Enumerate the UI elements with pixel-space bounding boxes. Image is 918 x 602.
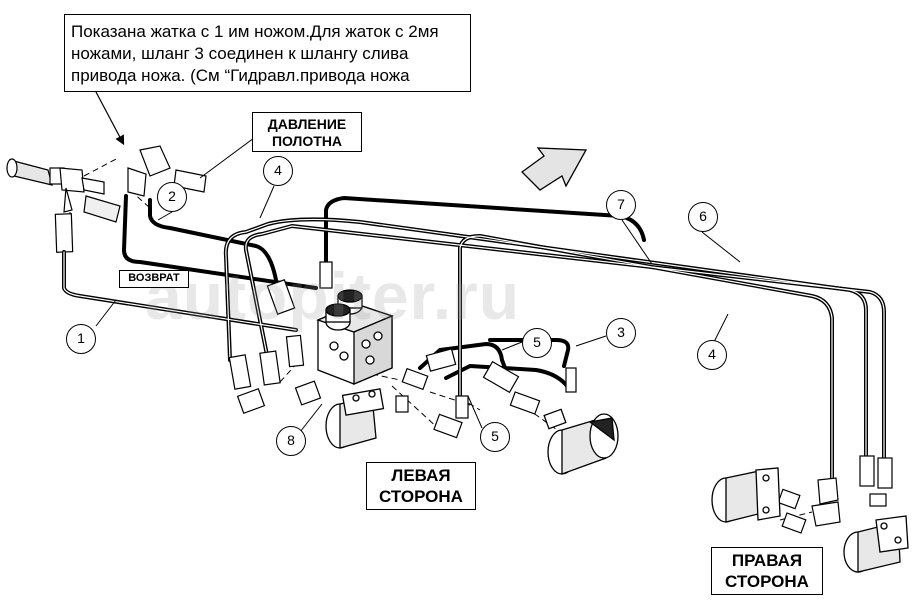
left-side-label: ЛЕВАЯ СТОРОНА — [366, 462, 476, 510]
callout-3: 3 — [606, 318, 636, 348]
pressure-label: ДАВЛЕНИЕ ПОЛОТНА — [252, 112, 362, 152]
callout-5-top: 5 — [522, 328, 552, 358]
callout-8: 8 — [276, 426, 306, 456]
callout-2: 2 — [157, 182, 187, 212]
callout-leaders — [95, 131, 741, 433]
callout-6: 6 — [688, 202, 718, 232]
callout-5-bottom: 5 — [480, 422, 510, 452]
callout-4-bottom: 4 — [697, 340, 727, 370]
valve-block — [316, 289, 394, 385]
callout-4-top: 4 — [263, 156, 293, 186]
return-coupler — [54, 195, 121, 253]
note-leader-line — [95, 91, 125, 146]
note-text-box: Показана жатка с 1 им ножом.Для жаток с … — [64, 14, 471, 92]
pressure-coupler — [127, 145, 207, 197]
callout-1: 1 — [66, 324, 96, 354]
tee-fitting — [59, 167, 105, 213]
hose-fittings — [228, 261, 893, 534]
hose-outlines — [63, 218, 885, 479]
left-coupler — [6, 158, 65, 186]
left-motor — [325, 388, 385, 449]
right-motor-a — [711, 467, 781, 523]
direction-arrow — [521, 147, 588, 191]
center-motor — [543, 408, 619, 475]
right-motor-b — [843, 515, 909, 573]
return-label: ВОЗВРАТ — [119, 270, 189, 288]
right-side-label: ПРАВАЯ СТОРОНА — [711, 547, 823, 595]
callout-7: 7 — [606, 190, 636, 220]
